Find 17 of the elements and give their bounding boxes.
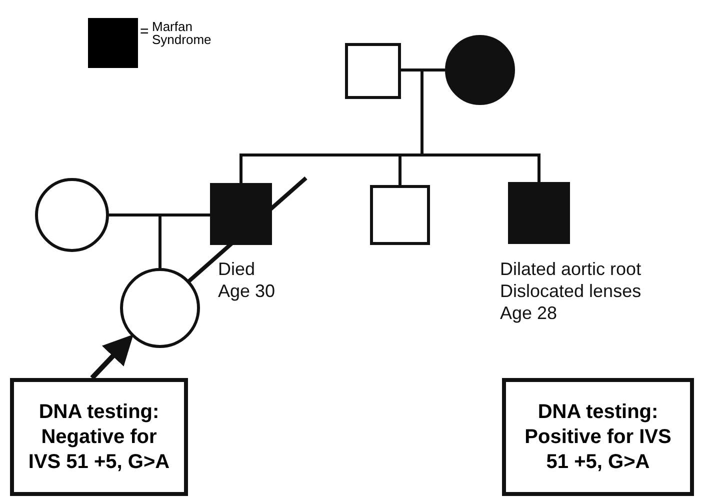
pedigree-line — [401, 68, 445, 72]
pedigree-line — [420, 70, 424, 155]
pedigree-line — [109, 214, 210, 216]
pedigree-line — [422, 154, 540, 182]
affected-male-square — [508, 182, 570, 244]
annotation-text: Dilated aortic root Dislocated lenses Age 28 — [500, 258, 642, 324]
annotation-text: Died Age 30 — [218, 258, 276, 302]
legend-text: Marfan Syndrome — [152, 20, 212, 46]
pedigree-line — [398, 154, 422, 185]
unaffected-male-square — [370, 185, 430, 245]
equals-sign: = — [140, 24, 149, 39]
result-box: DNA testing: Positive for IVS 51 +5, G>A — [502, 378, 694, 496]
affected-male-square — [210, 183, 272, 245]
proband-arrow — [90, 334, 134, 380]
unaffected-male-square — [345, 43, 401, 99]
pedigree-line — [158, 215, 162, 268]
result-box: DNA testing: Negative for IVS 51 +5, G>A — [10, 378, 188, 496]
